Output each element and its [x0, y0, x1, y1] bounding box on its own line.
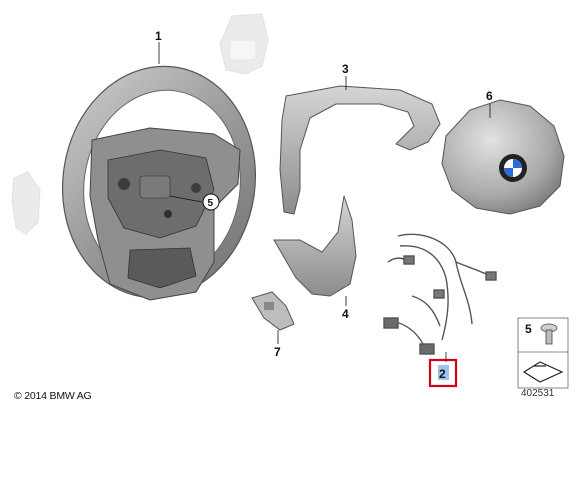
copyright-text: © 2014 BMW AG [14, 390, 92, 402]
diagram-id: 402531 [521, 388, 555, 399]
label-part-6[interactable]: 6 [486, 89, 493, 103]
tool-icon [522, 361, 564, 383]
wiring-harness[interactable] [383, 233, 497, 355]
legend-box: 5 [517, 317, 569, 389]
lower-spoke-cover[interactable] [273, 195, 357, 297]
label-part-4[interactable]: 4 [342, 307, 349, 321]
paddle-shifter-ghost-top [219, 13, 269, 75]
bolt-icon[interactable] [540, 323, 558, 345]
label-part-7[interactable]: 7 [274, 345, 281, 359]
label-part-2[interactable]: 2 [439, 367, 446, 381]
label-part-5-callout[interactable]: 5 [208, 198, 214, 209]
airbag-module[interactable] [441, 99, 565, 215]
label-part-1[interactable]: 1 [155, 29, 162, 43]
selected-part-2-highlight[interactable]: 2 [428, 358, 458, 388]
label-part-5[interactable]: 5 [525, 322, 532, 336]
bmw-logo-icon [499, 154, 527, 182]
label-part-3[interactable]: 3 [342, 62, 349, 76]
callout-circle-5 [202, 193, 220, 211]
trim-cover-frame[interactable] [279, 85, 441, 215]
paddle-shifter-ghost-left [11, 171, 41, 235]
leader-lines [158, 42, 491, 362]
connector-part[interactable] [251, 291, 295, 331]
steering-wheel[interactable] [48, 54, 270, 310]
